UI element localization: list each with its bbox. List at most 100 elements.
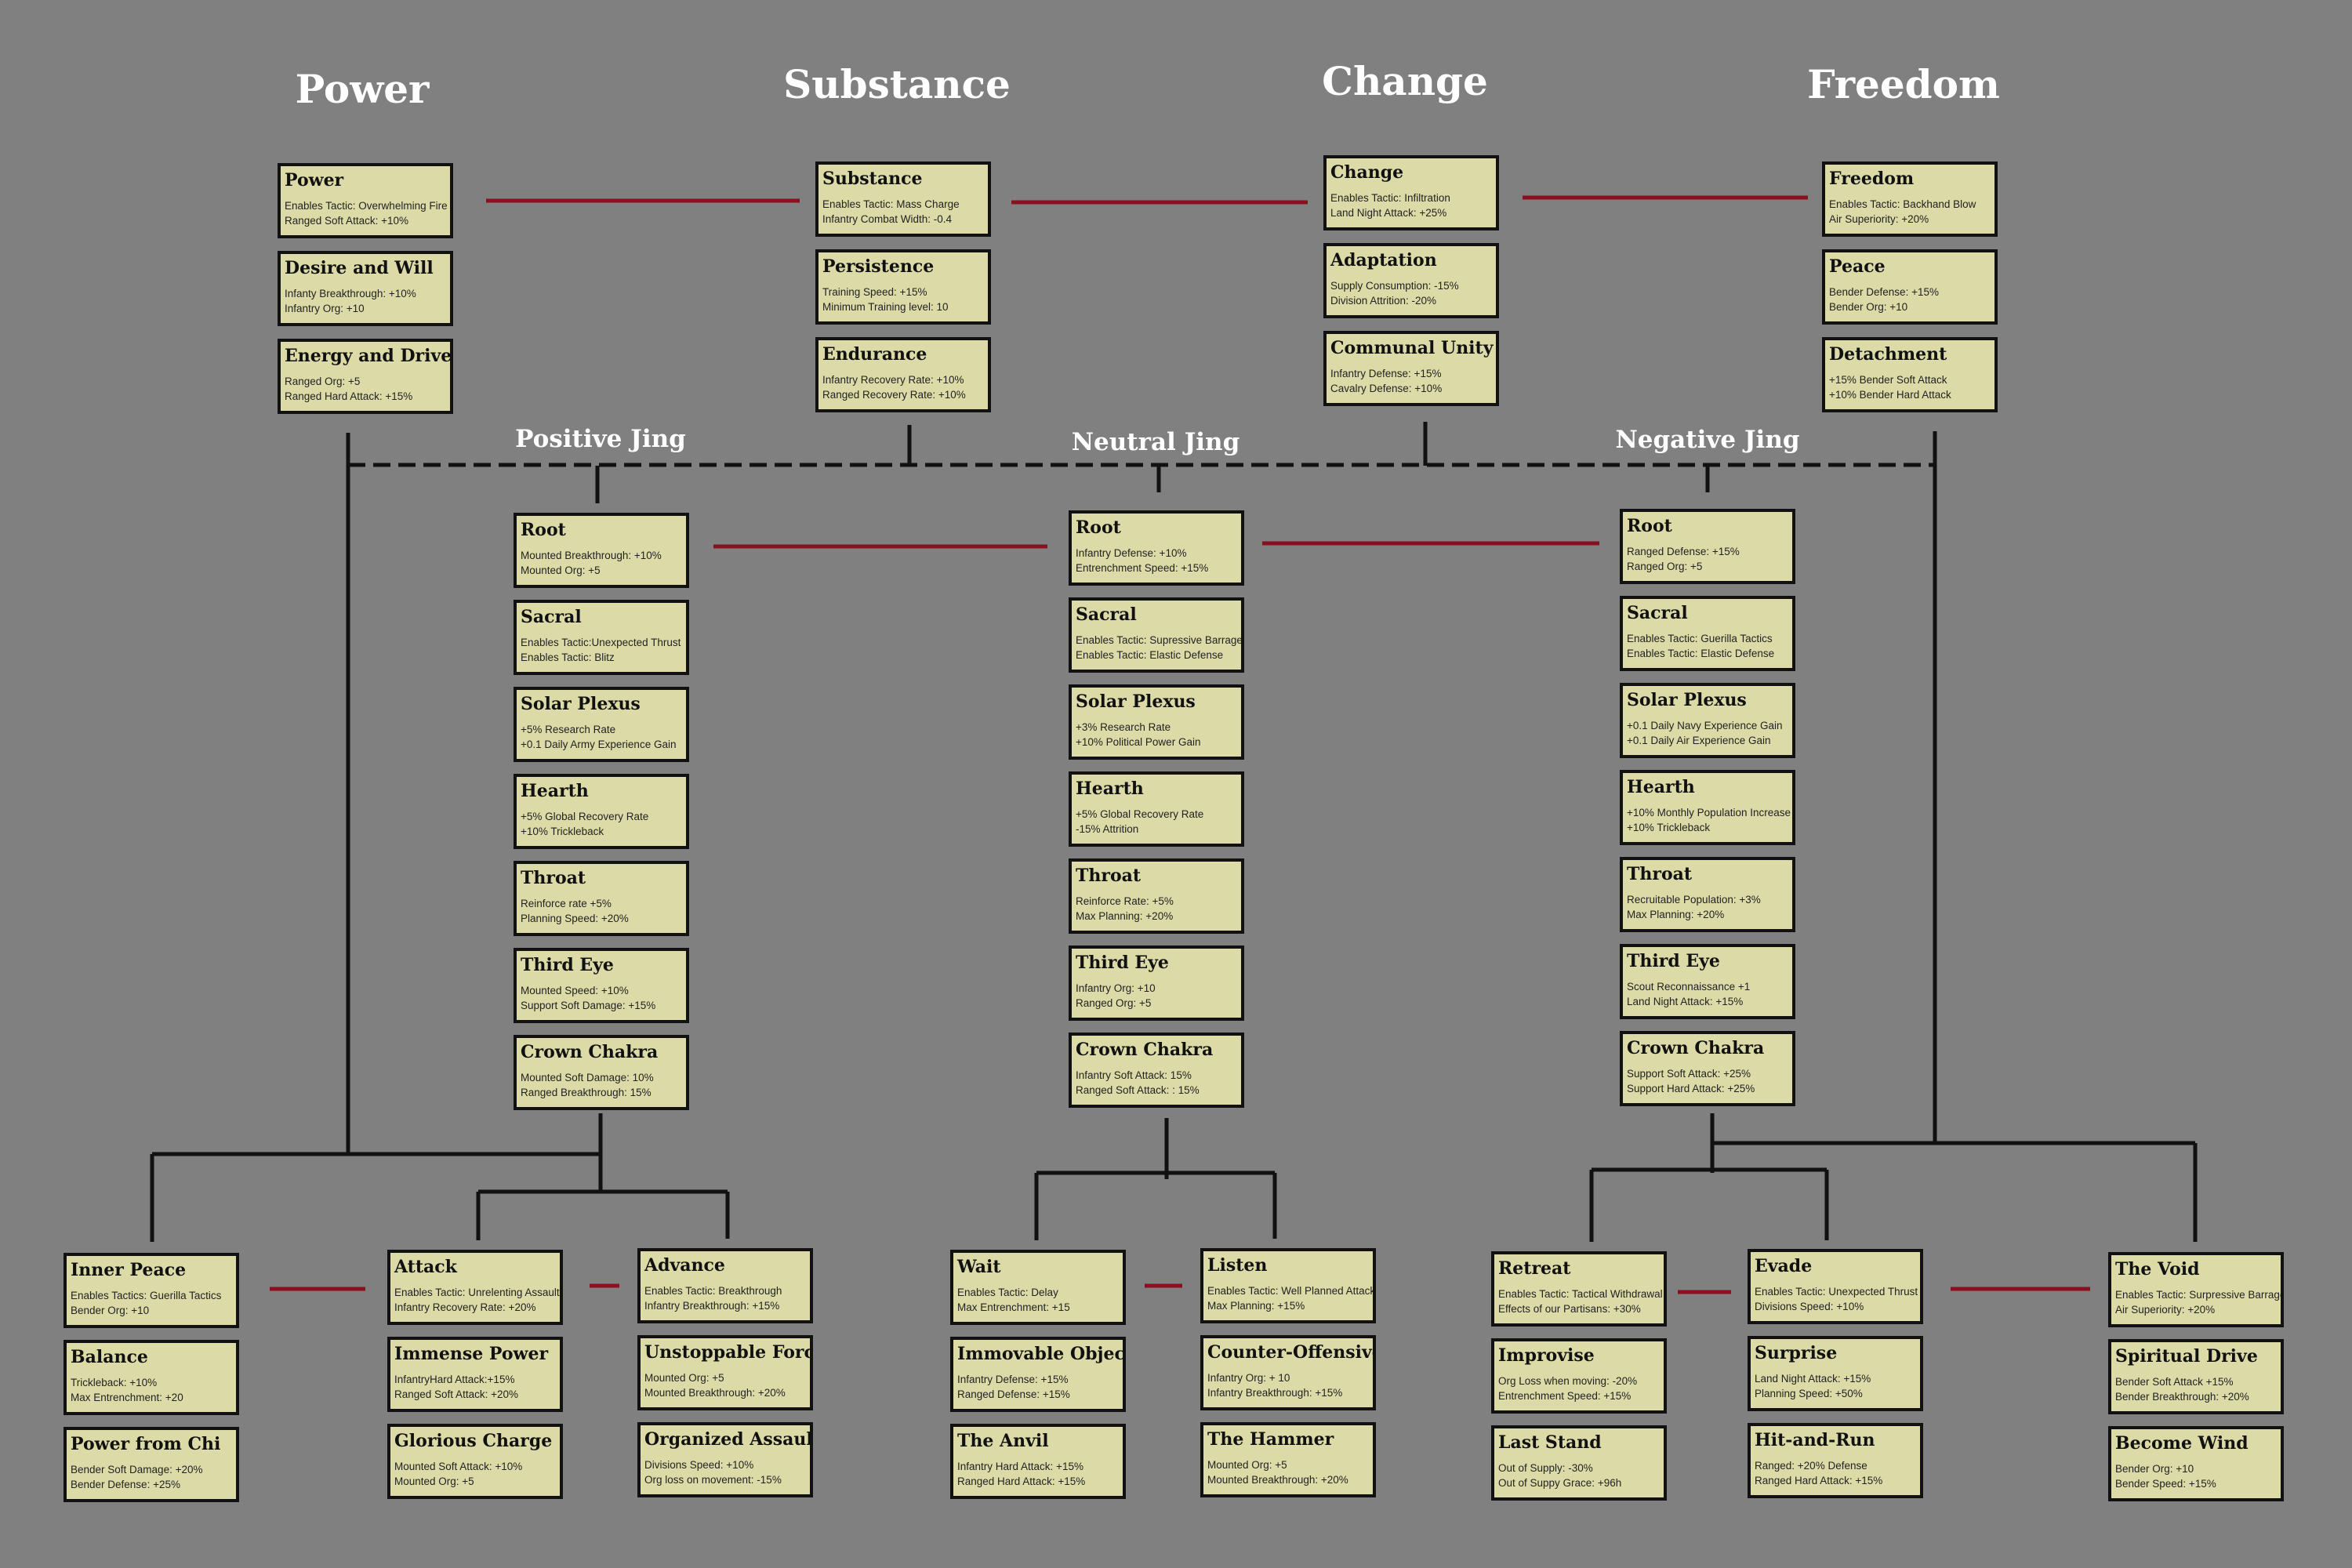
negative-jing-node-solar-plexus[interactable]: Solar Plexus+0.1 Daily Navy Experience G… bbox=[1620, 683, 1795, 758]
node-effects: Reinforce Rate: +5%Max Planning: +20% bbox=[1076, 894, 1237, 924]
node-effect: +0.1 Daily Navy Experience Gain bbox=[1627, 720, 1783, 731]
node-effect: Bender Breakthrough: +20% bbox=[2115, 1391, 2249, 1403]
node-effect: Ranged Org: +5 bbox=[1076, 997, 1152, 1009]
node-effect: Bender Soft Attack +15% bbox=[2115, 1376, 2234, 1388]
node-effect: Infantry Defense: +15% bbox=[1330, 368, 1442, 379]
node-title: Last Stand bbox=[1498, 1432, 1602, 1453]
node-title: Root bbox=[1076, 517, 1121, 538]
neutral-jing-node-solar-plexus[interactable]: Solar Plexus+3% Research Rate+10% Politi… bbox=[1069, 684, 1244, 760]
node-effects: Bender Soft Damage: +20%Bender Defense: … bbox=[71, 1462, 232, 1492]
freedom-node-detachment[interactable]: Detachment+15% Bender Soft Attack+10% Be… bbox=[1822, 337, 1998, 412]
node-effect: Mounted Breakthrough: +20% bbox=[1207, 1474, 1348, 1486]
neutral-jing-node-hearth[interactable]: Hearth+5% Global Recovery Rate-15% Attri… bbox=[1069, 771, 1244, 847]
node-effect: Enables Tactic: Breakthrough bbox=[644, 1285, 782, 1297]
node-effect: Enables Tactic: Supressive Barrage bbox=[1076, 634, 1243, 646]
node-effect: Out of Suppy Grace: +96h bbox=[1498, 1477, 1622, 1489]
node-title: Hit-and-Run bbox=[1755, 1430, 1875, 1450]
negative-jing-node-hearth[interactable]: Hearth+10% Monthly Population Increase+1… bbox=[1620, 770, 1795, 845]
node-effect: Ranged Org: +5 bbox=[285, 376, 361, 387]
node-title: The Anvil bbox=[957, 1431, 1049, 1451]
node-effect: Enables Tactic: Backhand Blow bbox=[1829, 198, 1976, 210]
node-title: Inner Peace bbox=[71, 1260, 187, 1280]
node-effect: Bender Org: +10 bbox=[71, 1305, 150, 1316]
node-effects: Org Loss when moving: -20%Entrenchment S… bbox=[1498, 1374, 1660, 1403]
positive-jing-node-hearth[interactable]: Hearth+5% Global Recovery Rate+10% Trick… bbox=[514, 774, 689, 849]
node-effect: Enables Tactic: Elastic Defense bbox=[1627, 648, 1775, 659]
node-title: Improvise bbox=[1498, 1345, 1595, 1366]
node-title: Advance bbox=[644, 1255, 725, 1276]
positive-jing-node-solar-plexus[interactable]: Solar Plexus+5% Research Rate+0.1 Daily … bbox=[514, 687, 689, 762]
node-title: Sacral bbox=[1076, 604, 1137, 625]
node-effect: Infanty Breakthrough: +10% bbox=[285, 288, 416, 299]
node-title: Organized Assault bbox=[644, 1429, 813, 1450]
node-effect: Reinforce rate +5% bbox=[521, 898, 612, 909]
node-effects: Mounted Soft Attack: +10%Mounted Org: +5 bbox=[394, 1459, 556, 1489]
node-effect: Bender Org: +10 bbox=[1829, 301, 1908, 313]
node-title: Power bbox=[285, 170, 344, 191]
node-effects: Divisions Speed: +10%Org loss on movemen… bbox=[644, 1457, 806, 1487]
node-effect: Mounted Org: +5 bbox=[644, 1372, 724, 1384]
node-effect: Infantry Defense: +10% bbox=[1076, 547, 1187, 559]
node-title: Sacral bbox=[521, 607, 582, 627]
node-effects: Infanty Breakthrough: +10%Infantry Org: … bbox=[285, 286, 446, 316]
node-effect: Ranged Defense: +15% bbox=[1627, 546, 1740, 557]
node-effect: Trickleback: +10% bbox=[71, 1377, 158, 1388]
node-effects: Training Speed: +15%Minimum Training lev… bbox=[822, 285, 984, 314]
node-effect: Enables Tactic: Unexpected Thrust bbox=[1755, 1286, 1918, 1298]
